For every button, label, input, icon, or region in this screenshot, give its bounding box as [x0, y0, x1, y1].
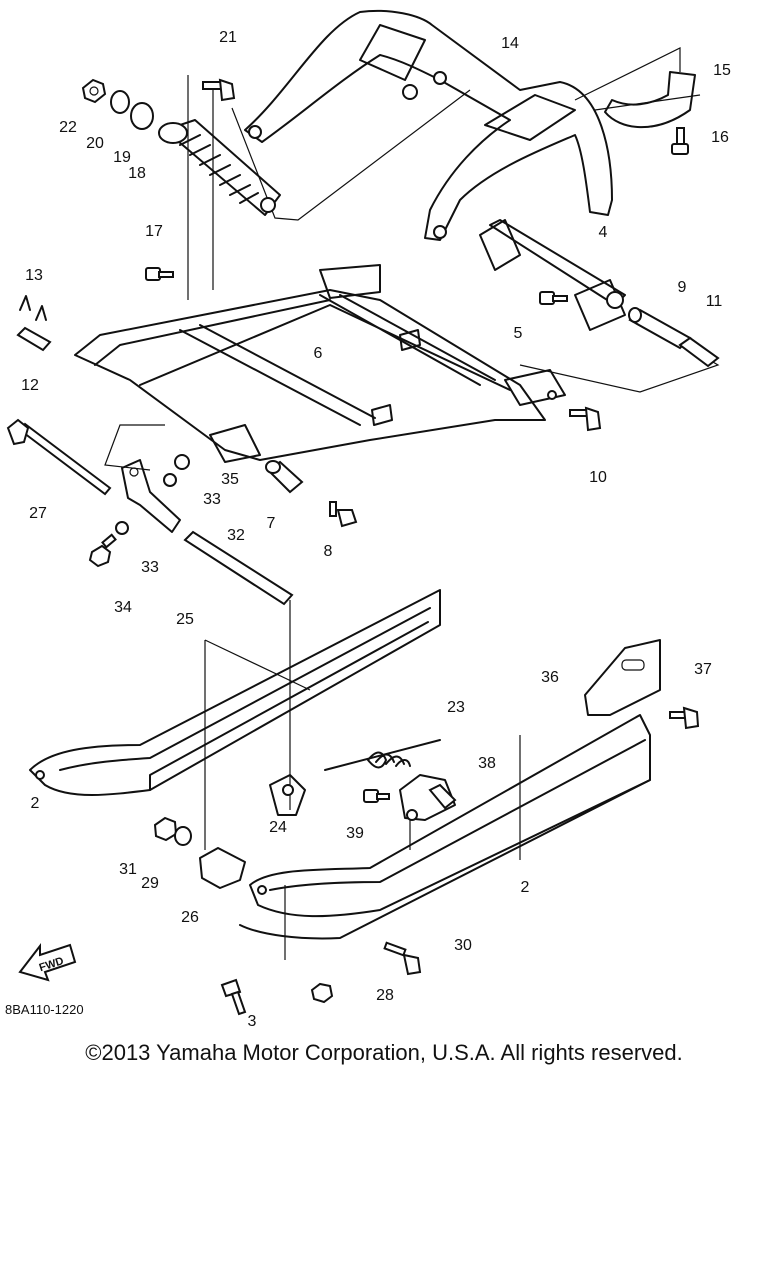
callout-32: 32	[227, 527, 245, 544]
bolt-part-37[interactable]	[669, 706, 700, 730]
callout-10: 10	[589, 469, 607, 486]
callout-36: 36	[541, 669, 559, 686]
callout-2: 2	[521, 879, 530, 896]
parts-diagram: FWD 8BA110-1220 211415222019161817413911…	[5, 9, 731, 1030]
callout-39: 39	[346, 825, 364, 842]
bolt-part-21[interactable]	[202, 78, 236, 102]
upper-arm-part-14[interactable]	[244, 9, 613, 241]
callout-18: 18	[128, 165, 146, 182]
collar-part-19[interactable]	[130, 102, 154, 130]
callout-12: 12	[21, 377, 39, 394]
callout-35: 35	[221, 471, 239, 488]
collar-part-29[interactable]	[174, 826, 192, 846]
callout-7: 7	[267, 515, 276, 532]
callout-38: 38	[478, 755, 496, 772]
collar-part-11[interactable]	[678, 336, 720, 368]
diagram-code: 8BA110-1220	[5, 1002, 84, 1017]
callout-8: 8	[324, 543, 333, 560]
callout-19: 19	[113, 149, 131, 166]
callout-24: 24	[269, 819, 287, 836]
block-part-26[interactable]	[199, 847, 246, 889]
callout-2: 2	[31, 795, 40, 812]
nut-part-28[interactable]	[310, 982, 334, 1004]
bolt-part-10[interactable]	[569, 406, 602, 432]
pin-part-9[interactable]	[628, 307, 692, 350]
callout-26: 26	[181, 909, 199, 926]
bracket-part-24[interactable]	[269, 774, 306, 816]
callout-5: 5	[514, 325, 523, 342]
plate-part-36[interactable]	[584, 639, 661, 716]
callout-33: 33	[141, 559, 159, 576]
long-bolt-part-27[interactable]	[6, 418, 112, 496]
callout-31: 31	[119, 861, 137, 878]
assembly-leader-lines	[104, 47, 720, 960]
callout-3: 3	[248, 1013, 257, 1030]
slide-rail-part-2-left[interactable]	[29, 589, 441, 796]
nut-part-31[interactable]	[153, 816, 178, 842]
callout-6: 6	[314, 345, 323, 362]
callout-33: 33	[203, 491, 221, 508]
bolt-part-8[interactable]	[329, 501, 358, 528]
callout-13: 13	[25, 267, 43, 284]
shock-absorber-part-18[interactable]	[158, 119, 281, 216]
bolt-part-17[interactable]	[145, 267, 174, 281]
fwd-arrow-icon: FWD	[18, 943, 77, 982]
shaft-part-4[interactable]	[479, 219, 626, 331]
callout-28: 28	[376, 987, 394, 1004]
callout-37: 37	[694, 661, 712, 678]
main-frame-part-6[interactable]	[74, 264, 566, 463]
cotter-pins-part-13[interactable]	[19, 295, 47, 321]
bolt-part-39[interactable]	[363, 789, 390, 803]
nut-part-22[interactable]	[81, 78, 107, 104]
washer-part-33-upper[interactable]	[163, 473, 177, 487]
bolt-part-16[interactable]	[671, 127, 689, 155]
callout-27: 27	[29, 505, 47, 522]
pin-part-12[interactable]	[16, 326, 52, 352]
callout-25: 25	[176, 611, 194, 628]
callout-11: 11	[706, 293, 723, 310]
nut-part-35[interactable]	[174, 454, 190, 470]
callout-16: 16	[711, 129, 729, 146]
bolt-part-5[interactable]	[539, 291, 568, 305]
callout-4: 4	[599, 224, 608, 241]
callout-23: 23	[447, 699, 465, 716]
callout-15: 15	[713, 62, 731, 79]
spring-part-23[interactable]	[324, 739, 441, 771]
callout-30: 30	[454, 937, 472, 954]
callout-17: 17	[145, 223, 163, 240]
screw-part-3[interactable]	[220, 978, 247, 1016]
shaft-part-25[interactable]	[183, 530, 294, 606]
arm-part-32[interactable]	[121, 459, 181, 533]
collar-part-7[interactable]	[265, 460, 304, 494]
callout-22: 22	[59, 119, 77, 136]
bracket-part-15[interactable]	[604, 71, 696, 129]
bracket-part-38[interactable]	[399, 774, 457, 821]
bolt-part-30[interactable]	[383, 941, 422, 976]
copyright-notice: ©2013 Yamaha Motor Corporation, U.S.A. A…	[85, 1040, 683, 1065]
callout-29: 29	[141, 875, 159, 892]
callout-34: 34	[114, 599, 132, 616]
callout-21: 21	[219, 29, 237, 46]
callout-9: 9	[678, 279, 687, 296]
callout-20: 20	[86, 135, 104, 152]
washer-part-33-lower[interactable]	[115, 521, 129, 535]
slide-rail-part-2-right[interactable]	[239, 714, 651, 940]
callout-14: 14	[501, 35, 519, 52]
collar-part-20[interactable]	[110, 90, 130, 114]
bolt-part-34[interactable]	[88, 533, 117, 568]
